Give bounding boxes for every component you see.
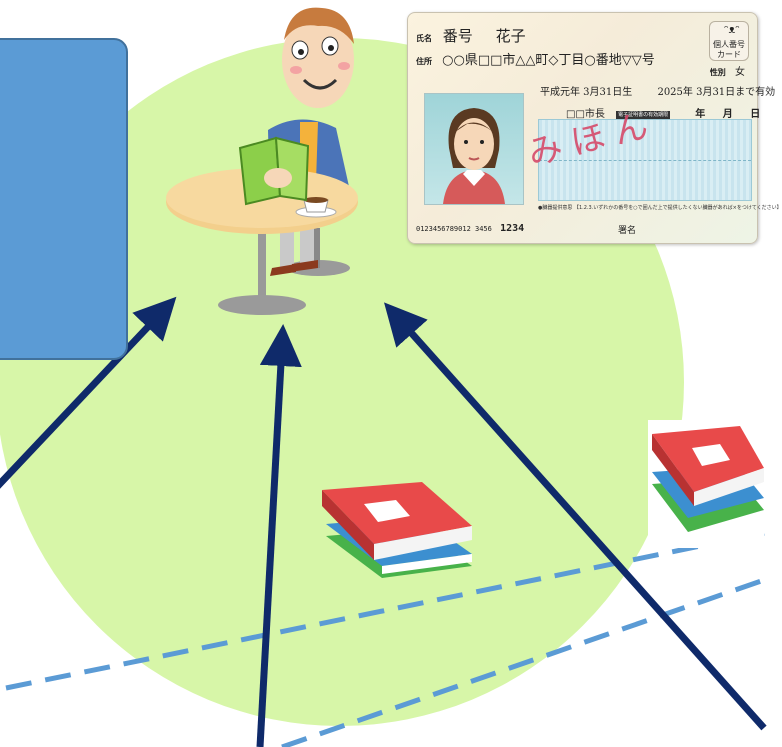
dashed-boundary-line-lower	[281, 577, 765, 747]
card-expiry-date: 2025年 3月31日まで有効	[657, 87, 776, 98]
card-mayor: □□市長	[566, 109, 605, 120]
card-photo-portrait	[443, 108, 505, 204]
side-info-box	[0, 38, 128, 360]
card-family-name: 番号	[442, 27, 473, 45]
badge-line1: 個人番号	[713, 40, 745, 49]
card-number-last4: 1234	[500, 223, 525, 234]
card-number-row: 0123456789012 3456 1234	[416, 223, 524, 234]
card-gender: 女	[735, 67, 745, 78]
card-sign-row: 署名	[538, 223, 636, 236]
book-stack-icon	[322, 482, 472, 578]
field-divider	[539, 160, 751, 161]
card-given-name: 花子	[495, 27, 526, 45]
card-blank-fields	[538, 119, 752, 201]
card-address: ○○県□□市△△町◇丁目○番地▽▽号	[442, 53, 655, 68]
arrow-center	[256, 324, 302, 747]
dashed-boundary-line-upper	[5, 530, 765, 691]
card-address-label: 住所	[416, 57, 432, 66]
my-number-card: 氏名 番号 花子 住所 ○○県□□市△△町◇丁目○番地▽▽号 ᵔᴥᵔ 個人番号 …	[407, 12, 782, 244]
card-birth-date: 平成元年 3月31日生	[540, 87, 633, 98]
card-address-row: 住所 ○○県□□市△△町◇丁目○番地▽▽号	[416, 49, 655, 68]
card-type-badge: ᵔᴥᵔ 個人番号 カード	[709, 21, 749, 61]
card-sign-label: 署名	[618, 226, 637, 236]
book-stack-icon-right	[648, 420, 764, 548]
card-name-row: 氏名 番号 花子	[416, 25, 526, 46]
card-gender-row: 性別 女	[710, 63, 745, 78]
card-issuer-row: □□市長 電子証明書の有効期限 年 月 日	[566, 105, 760, 120]
card-name-label: 氏名	[416, 34, 432, 43]
card-electronic-cert-label: 電子証明書の有効期限	[616, 110, 671, 119]
arrow-left	[0, 296, 177, 489]
arrow-right	[384, 302, 767, 731]
rabbit-mascot-icon: ᵔᴥᵔ	[724, 23, 740, 36]
reading-man-illustration	[166, 7, 358, 315]
card-date-fields: 年 月 日	[695, 109, 761, 120]
badge-line2: カード	[717, 50, 741, 59]
card-gender-label: 性別	[709, 68, 726, 77]
card-photo	[424, 93, 524, 205]
card-organ-donor-note: ●臓器提供意思 【1.2.3.いずれかの番号を○で囲んだ上で提供したくない臓器が…	[538, 205, 782, 211]
card-number-small: 0123456789012 3456	[416, 225, 492, 233]
card-dates-row: 平成元年 3月31日生 2025年 3月31日まで有効	[540, 83, 775, 98]
diagram-stage: 氏名 番号 花子 住所 ○○県□□市△△町◇丁目○番地▽▽号 ᵔᴥᵔ 個人番号 …	[0, 7, 782, 747]
